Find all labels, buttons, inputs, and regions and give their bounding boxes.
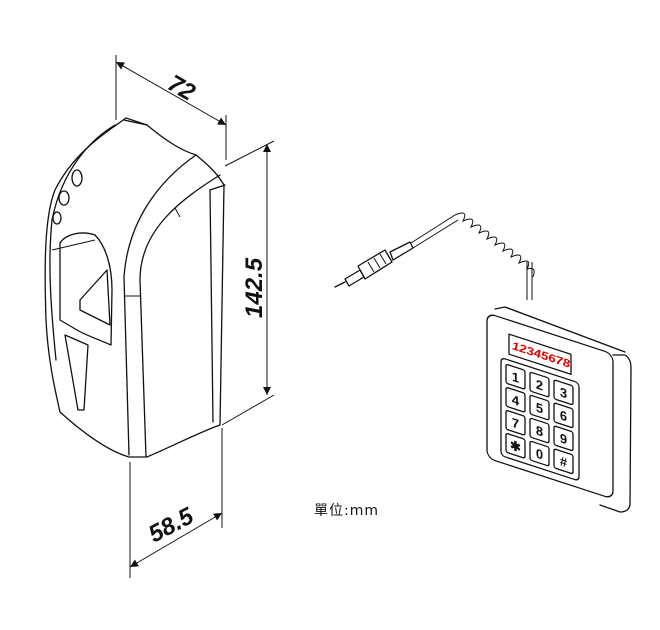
- keypad-top: [494, 306, 626, 353]
- dimension-width: 72: [115, 55, 227, 160]
- plug-body: [357, 249, 393, 280]
- keypad-key: [505, 387, 526, 413]
- keypad-key-label: ✱: [510, 437, 521, 455]
- keypad-key: [553, 379, 574, 406]
- keypad-side: [599, 354, 632, 513]
- fingerprint-reader: [44, 117, 226, 458]
- keypad-key: [505, 433, 526, 459]
- unit-label: 單位:mm: [314, 503, 379, 519]
- keypad-key: [505, 410, 526, 436]
- finger-sensor-window: [79, 269, 111, 326]
- depth-label: 58.5: [144, 502, 198, 548]
- led-indicator: [58, 190, 70, 206]
- keypad-key-label: 2: [536, 377, 543, 394]
- keypad-key: [529, 440, 550, 467]
- keypad-key-label: 7: [512, 415, 519, 432]
- keypad-key: [553, 448, 574, 475]
- keypad-key: [529, 394, 550, 421]
- keypad-key: [505, 364, 526, 390]
- keypad-key-label: #: [560, 453, 568, 470]
- keypad-key-label: 1: [512, 369, 520, 386]
- front-face-inner: [139, 174, 221, 458]
- keys-panel: [500, 357, 580, 481]
- keypad-display: [508, 333, 572, 375]
- plug-strain-relief: [389, 241, 414, 261]
- dimension-depth: 58.5: [129, 428, 223, 578]
- keypad-key-label: 8: [536, 423, 543, 440]
- keypad-key-label: 4: [512, 392, 520, 409]
- height-label: 142.5: [241, 257, 268, 318]
- keypad-front: [486, 314, 614, 498]
- led-indicator: [52, 211, 62, 225]
- keypad-key: [553, 402, 574, 429]
- coiled-cable: [454, 212, 535, 278]
- front-face-bevel: [209, 184, 226, 423]
- bevel-line: [174, 207, 181, 218]
- keypad-key: [529, 417, 550, 444]
- slot-line: [51, 239, 96, 251]
- keypad-key-label: 6: [560, 407, 567, 424]
- front-face-edge: [123, 154, 197, 456]
- keypad-key: [529, 371, 550, 398]
- finger-guide: [64, 334, 89, 411]
- side-curve: [49, 124, 116, 361]
- cable-with-plug: [334, 212, 535, 300]
- keypad-key-label: 9: [560, 430, 567, 447]
- width-label: 72: [163, 70, 200, 107]
- plug-tip: [334, 281, 346, 288]
- device-outline: [44, 117, 225, 458]
- keypad-key: [553, 425, 574, 452]
- keypad-key-label: 5: [536, 400, 544, 417]
- keypad-key-label: 0: [536, 446, 543, 463]
- keypad-key-label: 3: [560, 384, 567, 401]
- dimension-height: 142.5: [221, 140, 275, 426]
- led-indicator: [71, 169, 83, 187]
- finger-sensor-slot: [59, 232, 113, 346]
